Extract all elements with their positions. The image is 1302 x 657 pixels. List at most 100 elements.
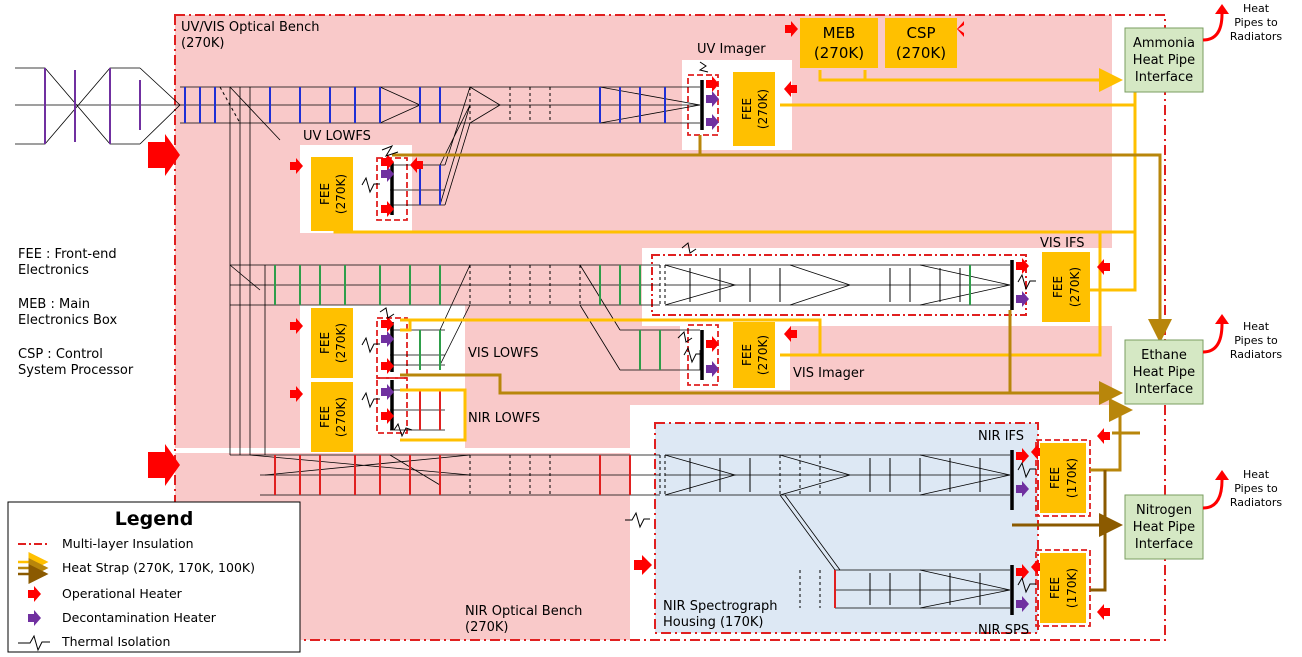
- vis-ifs-label: VIS IFS: [1040, 236, 1084, 251]
- svg-text:Radiators: Radiators: [1230, 496, 1282, 509]
- fee-label: FEE: [740, 344, 754, 366]
- svg-text:Radiators: Radiators: [1230, 348, 1282, 361]
- uvvis-bench-notch-left: [175, 448, 630, 453]
- csp-name: CSP: [906, 24, 935, 42]
- csp-box: CSP (270K): [885, 18, 957, 68]
- fee-temp: (270K): [334, 174, 348, 214]
- svg-text:Heat: Heat: [1243, 320, 1270, 333]
- fee-uv-lowfs: FEE (270K): [311, 157, 353, 231]
- svg-text:Pipes to: Pipes to: [1234, 16, 1278, 29]
- fee-temp: (270K): [1068, 267, 1082, 307]
- mli-fee-nir-sps: [1035, 549, 1091, 627]
- svg-text:Nitrogen: Nitrogen: [1136, 503, 1192, 518]
- svg-text:Ethane: Ethane: [1141, 348, 1187, 363]
- fee-label: FEE: [318, 183, 332, 205]
- meb-temp: (270K): [814, 44, 864, 62]
- nir-bench-temp: (270K): [465, 620, 508, 635]
- fee-vis-lowfs: FEE (270K): [311, 308, 353, 378]
- fee-nir-sps: FEE (170K): [1040, 553, 1086, 623]
- vis-lowfs-label: VIS LOWFS: [468, 346, 538, 361]
- svg-text:Heat Pipe: Heat Pipe: [1133, 520, 1195, 535]
- svg-text:Interface: Interface: [1135, 537, 1193, 552]
- svg-text:Electronics: Electronics: [18, 263, 89, 278]
- svg-text:FEE : Front-end: FEE : Front-end: [18, 247, 117, 262]
- uvvis-bench-label: UV/VIS Optical Bench: [181, 20, 320, 35]
- ethane-interface: Ethane Heat Pipe Interface: [1124, 339, 1204, 405]
- heater-small-red: [381, 76, 1029, 580]
- svg-text:Electronics Box: Electronics Box: [18, 313, 117, 328]
- vis-optics: [274, 265, 971, 370]
- uv-optics: [184, 87, 666, 205]
- csp-temp: (270K): [896, 44, 946, 62]
- acronym-definitions: FEE : Front-end Electronics MEB : Main E…: [18, 247, 134, 378]
- svg-text:Ammonia: Ammonia: [1133, 36, 1195, 51]
- mli-vis-imager-detector: [687, 324, 719, 386]
- spectro-housing-temp: Housing (170K): [663, 615, 763, 630]
- detectors: [390, 80, 1014, 615]
- fee-temp: (170K): [1065, 458, 1079, 498]
- fee-uv-imager: FEE (270K): [733, 72, 775, 146]
- legend: Legend Multi-layer Insulation Heat Strap…: [7, 501, 301, 653]
- dashed-optics: [219, 86, 821, 608]
- fee-label: FEE: [1048, 467, 1062, 489]
- fee-temp: (270K): [334, 323, 348, 363]
- ammonia-interface: Ammonia Heat Pipe Interface: [1124, 27, 1204, 93]
- nitrogen-interface: Nitrogen Heat Pipe Interface: [1124, 494, 1204, 560]
- legend-item: Decontamination Heater: [62, 610, 217, 625]
- mli-uv-lowfs-detector: [376, 157, 408, 221]
- legend-item: Multi-layer Insulation: [62, 536, 194, 551]
- nir-sps-label: NIR SPS: [978, 623, 1029, 638]
- decontamination-heaters: [381, 91, 1029, 612]
- nir-bench-label: NIR Optical Bench: [465, 604, 582, 619]
- radiator-label-1: Heat Pipes to Radiators: [1230, 2, 1282, 43]
- uv-lowfs-label: UV LOWFS: [303, 129, 371, 144]
- svg-text:MEB : Main: MEB : Main: [18, 297, 90, 312]
- legend-title: Legend: [115, 508, 194, 530]
- nir-spectrograph-housing: [655, 423, 1038, 633]
- heat-straps-170k: [392, 135, 1172, 472]
- svg-text:Heat: Heat: [1243, 468, 1270, 481]
- svg-text:Heat Pipe: Heat Pipe: [1133, 53, 1195, 68]
- radiator-arrowheads: [1215, 4, 1229, 480]
- mli-fee-nir-ifs: [1035, 439, 1091, 517]
- vis-imager-label: VIS Imager: [793, 366, 865, 381]
- svg-text:Heat: Heat: [1243, 2, 1270, 15]
- nir-ifs-label: NIR IFS: [978, 429, 1024, 444]
- legend-item: Operational Heater: [62, 586, 183, 601]
- fee-label: FEE: [1048, 577, 1062, 599]
- nir-optics: [274, 390, 836, 608]
- legend-item: Thermal Isolation: [61, 634, 170, 649]
- radiator-label-3: Heat Pipes to Radiators: [1230, 468, 1282, 509]
- thermal-isolation-symbols: [361, 61, 1036, 594]
- spectro-housing-label: NIR Spectrograph: [663, 599, 778, 614]
- svg-text:CSP : Control: CSP : Control: [18, 347, 103, 362]
- fee-label: FEE: [740, 98, 754, 120]
- input-optics: [44, 68, 141, 144]
- mli-spectro-housing: [654, 422, 1039, 634]
- uvvis-bench-temp: (270K): [181, 36, 224, 51]
- meb-box: MEB (270K): [800, 18, 878, 68]
- svg-text:System Processor: System Processor: [18, 363, 134, 378]
- fee-temp: (170K): [1065, 568, 1079, 608]
- svg-text:Interface: Interface: [1135, 70, 1193, 85]
- nir-lowfs-label: NIR LOWFS: [468, 411, 540, 426]
- fee-label: FEE: [318, 332, 332, 354]
- svg-text:Pipes to: Pipes to: [1234, 482, 1278, 495]
- heat-straps-100k: [1012, 470, 1123, 592]
- ifs-sps-optics: [689, 268, 981, 605]
- svg-text:Pipes to: Pipes to: [1234, 334, 1278, 347]
- fee-temp: (270K): [756, 89, 770, 129]
- mli-nir-lowfs-detector: [376, 377, 408, 434]
- fee-nir-lowfs: FEE (270K): [311, 382, 353, 452]
- svg-text:Radiators: Radiators: [1230, 30, 1282, 43]
- uv-imager-label: UV Imager: [697, 42, 766, 57]
- fee-vis-ifs: FEE (270K): [1042, 252, 1090, 322]
- legend-item: Heat Strap (270K, 170K, 100K): [62, 560, 255, 575]
- fee-temp: (270K): [756, 335, 770, 375]
- svg-text:Interface: Interface: [1135, 382, 1193, 397]
- radiator-pipes: [1202, 13, 1224, 510]
- fee-temp: (270K): [334, 397, 348, 437]
- radiator-label-2: Heat Pipes to Radiators: [1230, 320, 1282, 361]
- fee-nir-ifs: FEE (170K): [1040, 443, 1086, 513]
